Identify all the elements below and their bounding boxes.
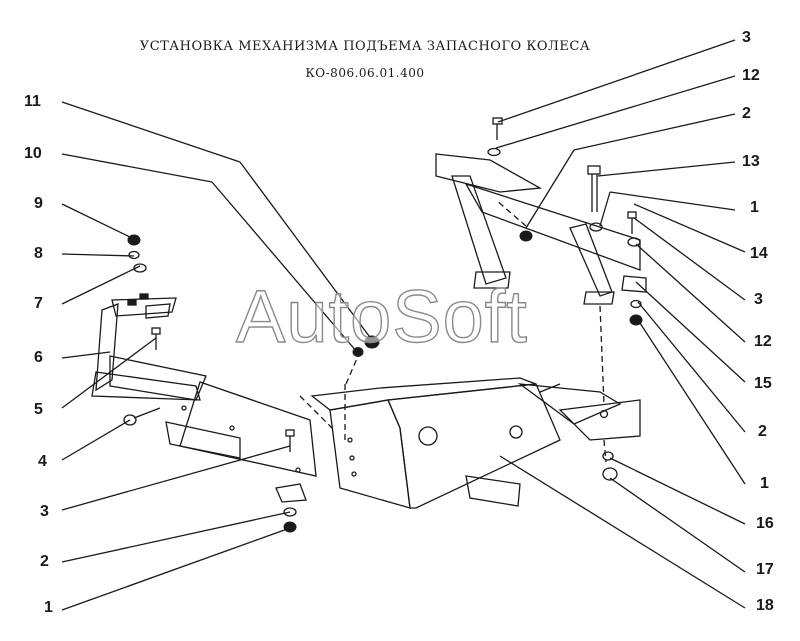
leader-line <box>599 191 611 227</box>
leader-line <box>61 337 157 409</box>
callout-16: 16 <box>756 515 774 532</box>
leader-line <box>61 527 291 611</box>
washer <box>589 222 603 232</box>
leader-line <box>239 161 373 341</box>
leader-line <box>637 319 746 485</box>
callout-1: 1 <box>760 475 769 492</box>
bolt-3-right <box>627 211 637 234</box>
nut <box>629 314 643 326</box>
callout-7: 7 <box>34 295 43 312</box>
assembly-axis <box>599 305 605 405</box>
assembly-axis <box>345 355 359 385</box>
base-frame <box>310 377 641 509</box>
callout-3: 3 <box>40 503 49 520</box>
leader-line <box>61 153 213 183</box>
leader-line <box>61 419 131 461</box>
leader-line <box>633 217 746 301</box>
watermark: AutoSoft <box>235 275 528 358</box>
callout-3: 3 <box>754 291 763 308</box>
leader-line <box>597 161 736 177</box>
leader-line <box>495 75 736 149</box>
callout-2: 2 <box>40 553 49 570</box>
spring-washer <box>630 299 642 309</box>
leader-line <box>61 253 135 257</box>
callout-10: 10 <box>24 145 42 162</box>
callout-2: 2 <box>758 423 767 440</box>
callout-14: 14 <box>750 245 768 262</box>
bolt-13 <box>587 165 601 212</box>
bolt-5 <box>151 327 161 350</box>
leader-line <box>633 203 746 253</box>
callout-3: 3 <box>742 29 751 46</box>
leader-line <box>211 181 358 353</box>
leader-line <box>61 265 141 305</box>
callout-6: 6 <box>34 349 43 366</box>
right-bracket <box>435 153 647 305</box>
leader-line <box>499 455 746 609</box>
leader-line <box>61 101 241 163</box>
callout-13: 13 <box>742 153 760 170</box>
diagram-title: УСТАНОВКА МЕХАНИЗМА ПОДЪЕМА ЗАПАСНОГО КО… <box>139 39 591 54</box>
callout-9: 9 <box>34 195 43 212</box>
leader-line <box>573 113 736 151</box>
callout-12: 12 <box>754 333 772 350</box>
spring-washer <box>128 250 140 260</box>
leader-line <box>637 301 746 433</box>
leader-line <box>609 457 746 525</box>
bolt-3-left <box>285 429 295 452</box>
spring-washer <box>352 347 364 357</box>
assembly-axis <box>495 199 527 227</box>
assembly-axis <box>603 439 607 463</box>
leader-line <box>525 149 575 229</box>
nut <box>602 467 618 481</box>
nut <box>127 234 141 246</box>
nut <box>364 335 380 349</box>
leader-line <box>61 511 291 563</box>
leader-line <box>609 477 746 573</box>
spring-washer <box>602 451 614 461</box>
leader-line <box>609 191 736 211</box>
callout-4: 4 <box>38 453 47 470</box>
callout-2: 2 <box>742 105 751 122</box>
assembly-axis <box>299 395 335 431</box>
callout-11: 11 <box>24 93 41 110</box>
washer <box>133 263 147 273</box>
left-bracket <box>91 293 317 503</box>
callout-17: 17 <box>756 561 774 578</box>
callout-8: 8 <box>34 245 43 262</box>
nut <box>519 230 533 242</box>
leader-line <box>61 445 291 511</box>
callout-1: 1 <box>44 599 53 616</box>
leader-line <box>635 281 746 383</box>
washer <box>627 237 641 247</box>
leader-line <box>61 203 133 239</box>
washer <box>487 147 501 157</box>
diagram-code: КО-806.06.01.400 <box>305 66 425 80</box>
washer <box>283 507 297 517</box>
bolt-3-top <box>492 117 503 140</box>
leader-line <box>635 243 746 343</box>
callout-15: 15 <box>754 375 772 392</box>
callout-12: 12 <box>742 67 760 84</box>
callout-1: 1 <box>750 199 759 216</box>
callout-18: 18 <box>756 597 774 614</box>
leader-line <box>497 39 736 123</box>
leader-line <box>61 351 111 359</box>
nut <box>283 521 297 533</box>
callout-5: 5 <box>34 401 43 418</box>
bolt-4 <box>123 407 161 426</box>
